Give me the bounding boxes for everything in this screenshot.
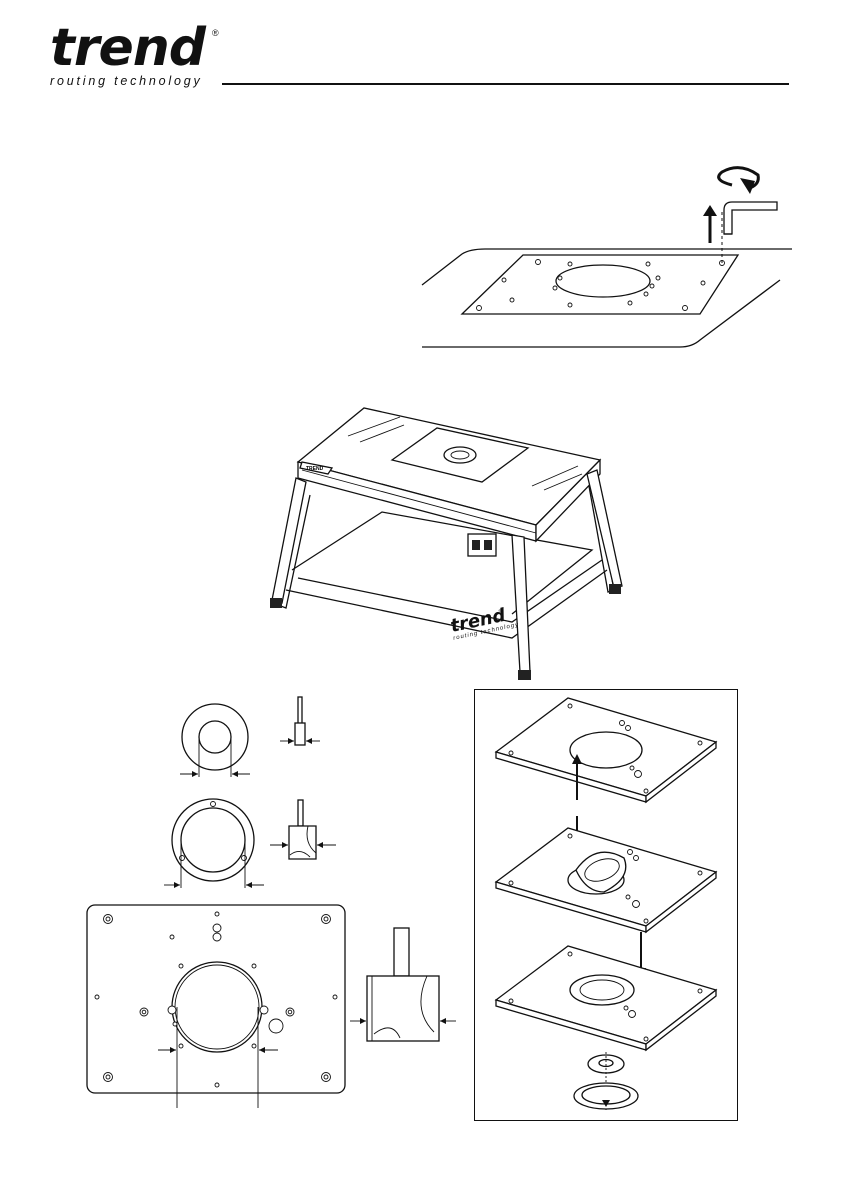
plate-label: TREND — [306, 466, 324, 472]
up-arrow-icon — [703, 205, 717, 243]
small-ring-diagram — [140, 695, 340, 785]
plate-removal-illustration — [400, 170, 810, 360]
allen-key-icon — [724, 202, 777, 234]
brand-logo: trend ® routing technology — [50, 22, 230, 92]
plate-ring-assembly-illustration — [476, 692, 736, 1120]
plate-aperture — [556, 265, 650, 297]
registered-mark: ® — [212, 28, 219, 38]
plate-aperture-diagram — [82, 900, 472, 1110]
medium-ring-diagram — [140, 795, 360, 895]
rotate-arrow-icon — [719, 168, 759, 194]
header-rule — [222, 83, 789, 85]
brand-wordmark: trend — [50, 22, 205, 74]
brand-tagline: routing technology — [50, 74, 203, 88]
router-table-illustration: TREND trend ® routing technology — [262, 400, 632, 690]
